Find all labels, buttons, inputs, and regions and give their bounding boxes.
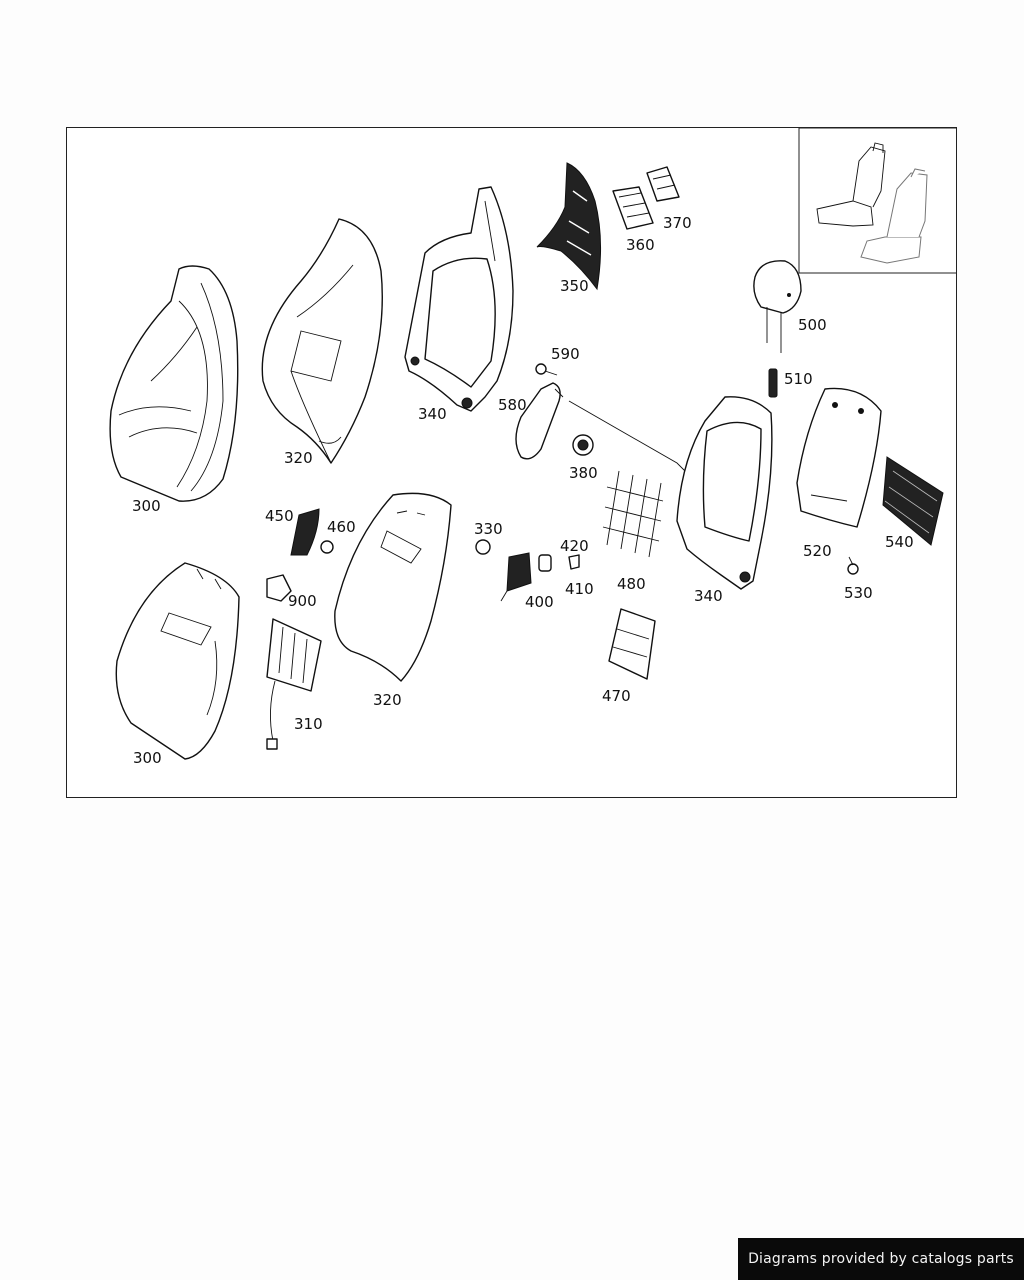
part-510-guide-sleeve <box>768 368 778 398</box>
callout-360: 360 <box>626 236 655 254</box>
watermark-banner: Diagrams provided by catalogs parts <box>738 1238 1024 1280</box>
callout-340-backrest-frame: 340 <box>418 405 447 423</box>
part-900-plug <box>266 574 292 602</box>
callout-410: 410 <box>565 580 594 598</box>
part-320-backrest-pad <box>261 218 383 464</box>
callout-300-backrest-cover: 300 <box>132 497 161 515</box>
callout-330: 330 <box>474 520 503 538</box>
part-590-bolt <box>535 363 558 376</box>
part-360-component <box>612 186 654 230</box>
callout-380: 380 <box>569 464 598 482</box>
part-340-backrest-frame <box>404 186 514 412</box>
callout-420: 420 <box>560 537 589 555</box>
part-520-rear-panel <box>796 387 882 528</box>
callout-labels: 300 320 340 350 360 370 500 590 580 510 … <box>132 214 914 767</box>
part-370-component <box>646 166 680 202</box>
part-380-knob <box>572 434 594 456</box>
callout-580: 580 <box>498 396 527 414</box>
callout-470: 470 <box>602 687 631 705</box>
callout-480: 480 <box>617 575 646 593</box>
part-580-trim-cover <box>515 382 564 460</box>
part-470-lumbar-frame <box>608 608 656 680</box>
part-450-trim-strip <box>290 508 320 556</box>
callout-340-backrest-frame-2: 340 <box>694 587 723 605</box>
callout-590: 590 <box>551 345 580 363</box>
part-330-pin <box>475 539 491 555</box>
callout-320-backrest-pad: 320 <box>284 449 313 467</box>
part-410-connector <box>538 554 552 572</box>
part-400-motor-bracket <box>500 552 532 602</box>
callout-370: 370 <box>663 214 692 232</box>
callout-310: 310 <box>294 715 323 733</box>
part-500-headrest <box>753 260 802 353</box>
callout-520: 520 <box>803 542 832 560</box>
part-340-backrest-frame-2 <box>676 396 773 590</box>
part-310-heating-mat <box>266 618 322 750</box>
parts-diagram: 300 320 340 350 360 370 500 590 580 510 … <box>66 127 957 798</box>
part-460-nut <box>320 540 334 554</box>
part-420-screw <box>568 554 580 570</box>
part-320-seat-pad <box>334 492 452 682</box>
callout-530: 530 <box>844 584 873 602</box>
part-540-net-pocket <box>882 456 944 546</box>
callout-900: 900 <box>288 592 317 610</box>
callout-300-seat-cover: 300 <box>133 749 162 767</box>
callout-320-seat-pad: 320 <box>373 691 402 709</box>
callout-400: 400 <box>525 593 554 611</box>
callout-510: 510 <box>784 370 813 388</box>
seat-overview-inset <box>798 128 956 274</box>
part-300-seat-cover <box>115 562 240 760</box>
callout-540: 540 <box>885 533 914 551</box>
callout-500: 500 <box>798 316 827 334</box>
part-530-clip <box>847 556 859 575</box>
part-350-backrest-panel <box>536 162 602 291</box>
part-480-lumbar-support <box>602 470 664 558</box>
callout-350: 350 <box>560 277 589 295</box>
part-300-backrest-cover <box>109 265 239 502</box>
callout-460: 460 <box>327 518 356 536</box>
callout-450: 450 <box>265 507 294 525</box>
